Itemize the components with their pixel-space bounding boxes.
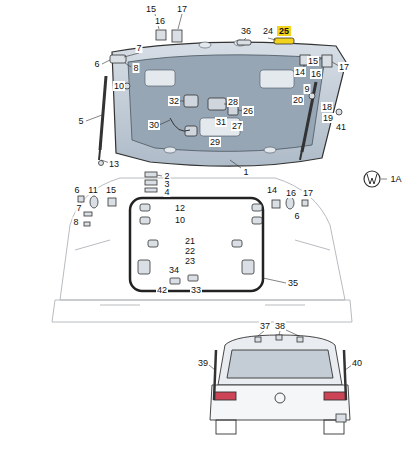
callout-number: 40 (351, 358, 363, 368)
callout-number: 30 (148, 120, 160, 130)
callout-number: 23 (184, 256, 196, 266)
callout-number: 19 (322, 113, 334, 123)
callout-number: 8 (72, 217, 79, 227)
callout-number: 28 (227, 97, 239, 107)
callout-number: 6 (293, 211, 300, 221)
callout-number: 18 (321, 102, 333, 112)
callout-number: 22 (184, 246, 196, 256)
callout-number: 8 (132, 63, 139, 73)
callout-number: 10 (174, 215, 186, 225)
callout-number: 37 (259, 321, 271, 331)
callout-number: 13 (108, 159, 120, 169)
callout-number: 1A (389, 174, 402, 184)
callout-number: 6 (93, 59, 100, 69)
callout-number: 34 (168, 265, 180, 275)
callout-number: 29 (209, 137, 221, 147)
callout-number: 27 (231, 121, 243, 131)
callout-number: 15 (145, 4, 157, 14)
callout-number: 12 (174, 203, 186, 213)
callout-number: 11 (87, 185, 98, 195)
callout-number: 5 (77, 116, 84, 126)
callout-number: 33 (190, 285, 202, 295)
callout-number: 38 (274, 321, 286, 331)
callout-number: 36 (240, 26, 252, 36)
callout-number: 1 (242, 167, 249, 177)
callout-number: 10 (113, 81, 125, 91)
callout-number: 4 (163, 187, 170, 197)
callout-number: 20 (292, 95, 304, 105)
callout-number: 32 (168, 96, 180, 106)
callout-number: 15 (105, 185, 117, 195)
callout-number: 17 (302, 188, 314, 198)
callout-number: 7 (75, 203, 82, 213)
callout-number: 14 (266, 185, 278, 195)
callout-number: 25 (277, 26, 291, 36)
callout-number: 6 (73, 185, 80, 195)
callout-number: 16 (310, 69, 322, 79)
callout-number: 9 (303, 84, 310, 94)
callout-number: 14 (294, 67, 306, 77)
callout-number: 17 (176, 4, 188, 14)
callout-number: 26 (242, 106, 254, 116)
callout-number: 39 (197, 358, 209, 368)
callout-number: 15 (307, 56, 319, 66)
callout-number: 16 (285, 188, 297, 198)
callout-number: 17 (338, 62, 350, 72)
callout-number: 31 (215, 117, 227, 127)
callout-number: 16 (154, 16, 166, 26)
callout-number: 35 (287, 278, 299, 288)
callout-number: 21 (184, 236, 196, 246)
callout-number: 7 (135, 43, 142, 53)
callout-number: 42 (156, 285, 168, 295)
callout-number: 41 (335, 122, 347, 132)
callout-number: 24 (262, 26, 274, 36)
